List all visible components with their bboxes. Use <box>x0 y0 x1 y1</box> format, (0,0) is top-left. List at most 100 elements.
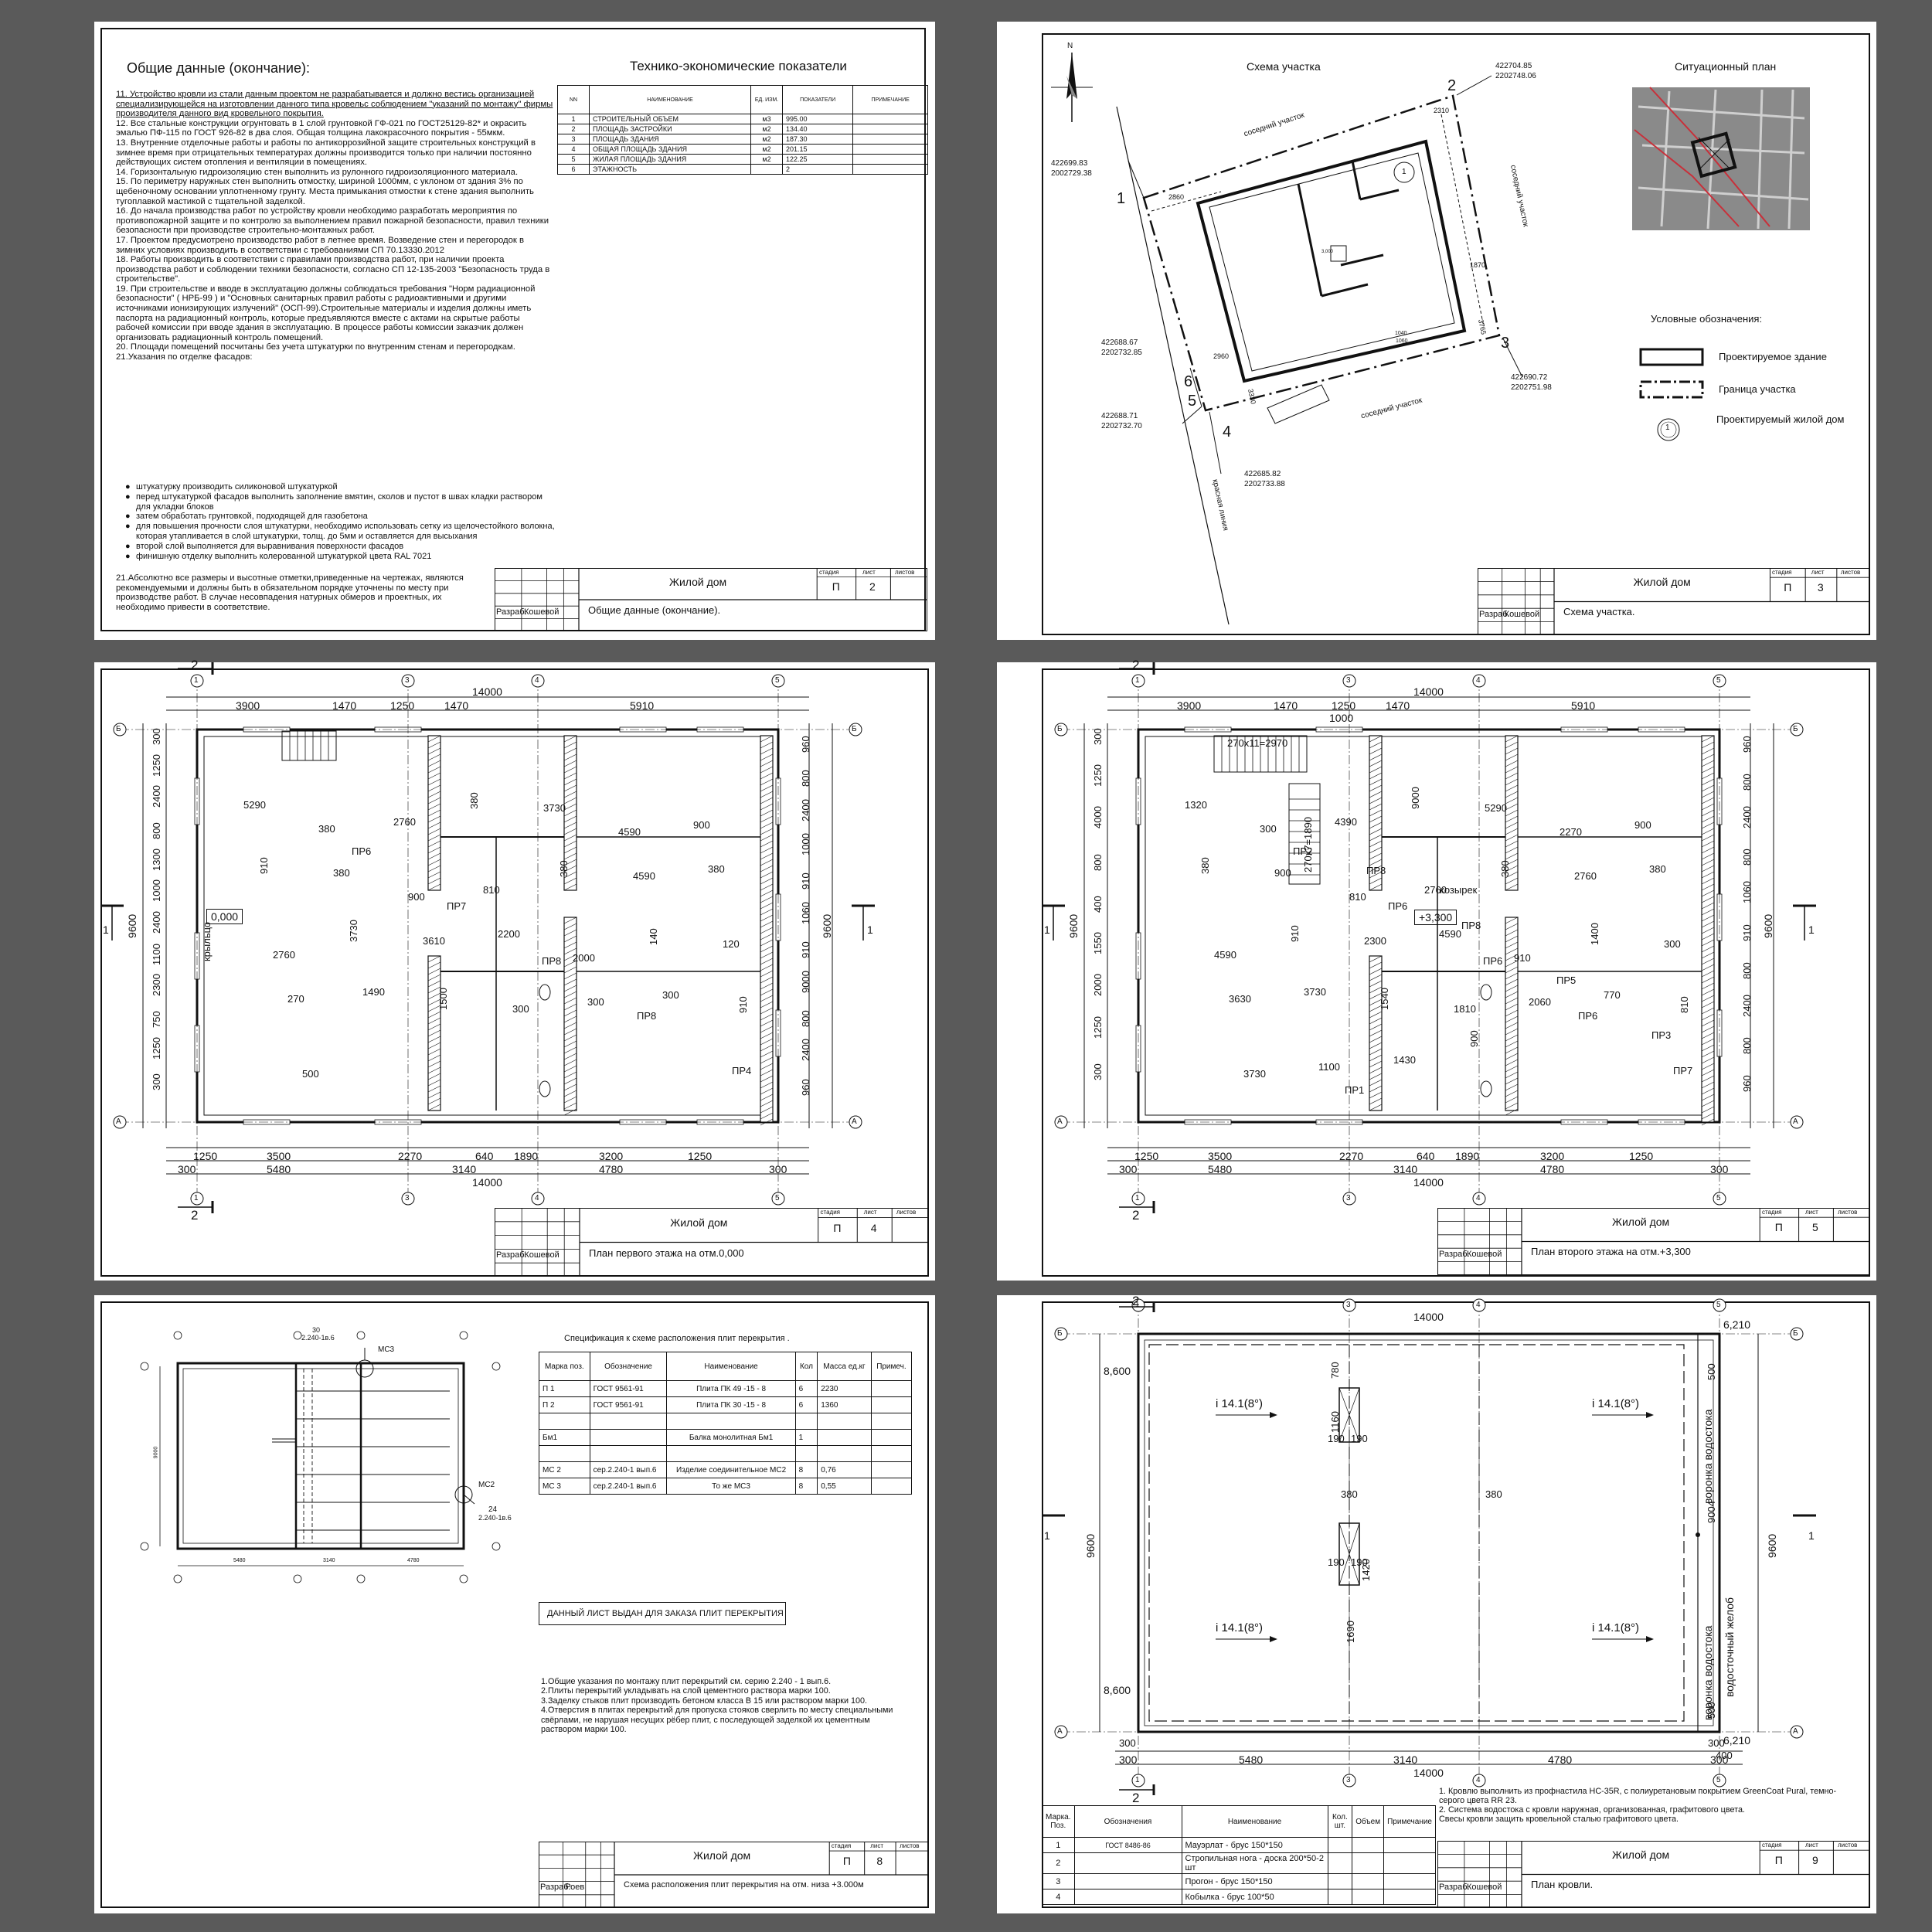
tep-header: ПРИМЕЧАНИЕ <box>852 85 928 114</box>
level-mark: 8,600 <box>1104 1684 1131 1696</box>
room-dim: 380 <box>708 863 725 875</box>
dim: 800 <box>1741 774 1753 791</box>
axis-label: Б <box>1057 725 1063 733</box>
point-coord-y: 2202733.88 <box>1244 480 1285 488</box>
legend-boundary: Граница участка <box>1719 383 1796 395</box>
order-note: ДАННЫЙ ЛИСТ ВЫДАН ДЛЯ ЗАКАЗА ПЛИТ ПЕРЕКР… <box>539 1602 786 1625</box>
dim: 800 <box>1092 853 1104 871</box>
spec-cell: Кобылка - брус 100*50 <box>1181 1889 1328 1905</box>
stair-label: 270x11=2970 <box>1227 737 1288 749</box>
tep-cell: ПЛОЩАДЬ ЗДАНИЯ <box>589 134 751 145</box>
room-dim: 140 <box>648 928 659 945</box>
dim: 3500 <box>267 1150 291 1162</box>
title-block-sheet: 9 <box>1811 1854 1818 1867</box>
sheet-title: Общие данные (окончание): <box>127 60 310 76</box>
axis-label: Б <box>1793 725 1798 733</box>
room-dim: 900 <box>1274 867 1291 879</box>
dimension: 2960 <box>1213 352 1230 360</box>
spec-cell <box>794 1445 818 1462</box>
opening-label: ПР3 <box>1651 1029 1672 1041</box>
title-block-sheet-name: Схема участка. <box>1563 606 1635 618</box>
spec-cell <box>870 1413 913 1430</box>
room-dim: 5290 <box>1485 802 1507 814</box>
instruction-item: 3.Заделку стыков плит производить бетоно… <box>541 1696 868 1706</box>
level-mark: +3,300 <box>1414 910 1458 925</box>
axis-label: А <box>1057 1117 1063 1126</box>
level-mark: 0,000 <box>206 909 243 924</box>
room-dim: 2270 <box>1560 826 1582 838</box>
bullet-icon: ● <box>125 492 131 502</box>
title-block-project: Жилой дом <box>693 1849 751 1862</box>
axis-label: 5 <box>1716 1194 1721 1202</box>
title-block-sheet-label: лист <box>863 1209 877 1216</box>
room-dim: 2200 <box>498 928 520 940</box>
spec-cell <box>539 1413 590 1430</box>
room-dim: 4590 <box>633 870 655 882</box>
roof-dim: 300 <box>1119 1737 1136 1749</box>
dim: 2400 <box>151 911 162 934</box>
room-dim: 910 <box>1289 925 1301 942</box>
spec-cell: 2230 <box>817 1380 872 1397</box>
dim: 400 <box>1092 896 1104 913</box>
tep-cell: ЭТАЖНОСТЬ <box>589 164 751 175</box>
note-item: 16. До начала производства работ по устр… <box>116 206 549 236</box>
note-item: 11. Устройство кровли из стали данным пр… <box>116 90 553 119</box>
room-dim: 1810 <box>1454 1003 1476 1015</box>
roof-dim: 190 <box>1328 1433 1345 1444</box>
title-block-sheet-label: лист <box>1805 1209 1818 1216</box>
section-mark: 2 <box>1132 658 1140 672</box>
note-item: 12. Все стальные конструкции огрунтовать… <box>116 118 527 138</box>
roof-dim: 300 <box>1708 1737 1725 1749</box>
spec-cell: ГОСТ 9561-91 <box>589 1380 668 1397</box>
dim: 300 <box>1092 728 1104 745</box>
facade-item-text: перед штукатуркой фасадов выполнить запо… <box>136 492 543 512</box>
room-dim: 270 <box>287 993 304 1005</box>
room-dim: 1100 <box>1318 1061 1340 1073</box>
title-block-author-role: Разраб. <box>496 607 527 617</box>
porch-label: крыльцо <box>201 921 213 961</box>
slab-label: 24 <box>488 1505 498 1514</box>
spec-cell <box>1352 1873 1385 1889</box>
axis-label: 4 <box>535 1194 539 1202</box>
tep-cell <box>852 134 928 145</box>
bullet-icon: ● <box>125 512 131 522</box>
facade-item: ●финишную отделку выполнить колерованной… <box>125 552 558 562</box>
tep-cell: 187.30 <box>781 134 854 145</box>
axis-label: 4 <box>1476 1194 1481 1202</box>
point-number: 2 <box>1447 77 1457 94</box>
facade-item: ●для повышения прочности слоя штукатурки… <box>125 522 558 542</box>
roof-dim: 500 <box>1706 1363 1717 1380</box>
spec-cell <box>1327 1889 1353 1905</box>
tep-header: НАИМЕНОВАНИЕ <box>589 85 751 114</box>
title-block-sheet-name: План второго этажа на отм.+3,300 <box>1531 1246 1691 1258</box>
tep-cell: м2 <box>750 134 783 145</box>
level-mark: 6,210 <box>1723 1318 1751 1331</box>
room-dim: 9000 <box>1410 787 1421 809</box>
dim: 1470 <box>444 699 469 712</box>
dim: 800 <box>800 1010 811 1027</box>
north-label: N <box>1067 42 1073 50</box>
spec-cell <box>817 1445 872 1462</box>
axis-label: Б <box>1057 1329 1063 1338</box>
instruction-item: 1.Общие указания по монтажу плит перекры… <box>541 1677 832 1686</box>
title-block-author: Кошевой <box>524 1250 560 1260</box>
dim: 910 <box>800 872 811 890</box>
dim-total: 14000 <box>1413 1176 1444 1189</box>
sheet-slab-layout: 30 2.240-1в.6 МС3 МС2 24 2.240-1в.6 9000… <box>94 1295 935 1913</box>
room-dim: 3730 <box>543 802 566 814</box>
spec-cell: Плита ПК 30 -15 - 8 <box>666 1396 796 1413</box>
outer-wall <box>196 728 780 1124</box>
axis-label: 4 <box>1476 676 1481 685</box>
dim-height: 9600 <box>821 913 833 938</box>
tep-cell: м2 <box>750 124 783 134</box>
room-dim: 300 <box>512 1003 529 1015</box>
spec-cell: 6 <box>794 1380 818 1397</box>
slab-dim: 5480 <box>233 1558 246 1563</box>
dim: 1470 <box>332 699 357 712</box>
title-block-stage: П <box>833 1221 842 1234</box>
building-marker: 1 <box>1402 168 1406 176</box>
roof-dim: 1690 <box>1345 1621 1356 1643</box>
spec-cell: 3 <box>1042 1873 1075 1889</box>
